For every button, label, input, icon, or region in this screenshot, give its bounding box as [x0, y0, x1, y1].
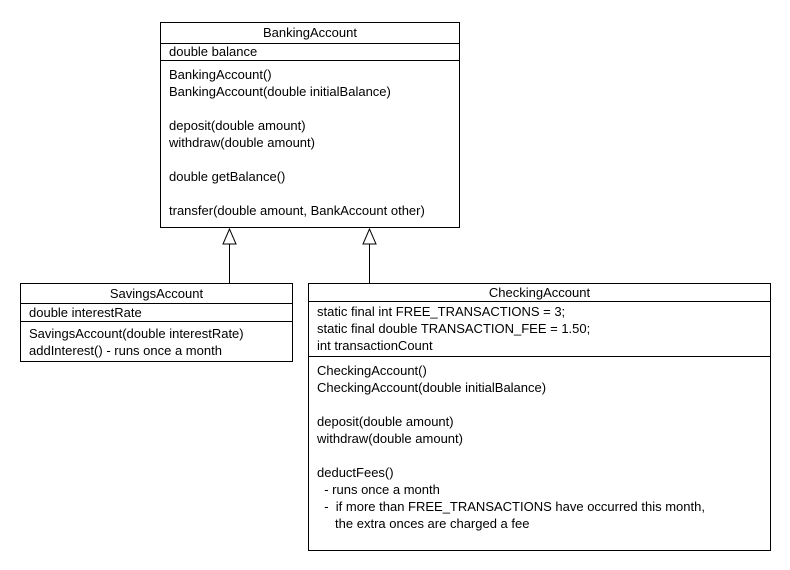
inheritance-arrow-savings — [222, 227, 237, 283]
method-line: CheckingAccount(double initialBalance) — [317, 380, 547, 395]
method-line: deductFees() — [317, 465, 394, 480]
attribute-line: static final int FREE_TRANSACTIONS = 3; — [317, 304, 566, 319]
class-title: CheckingAccount — [309, 284, 770, 302]
method-line: CheckingAccount() — [317, 363, 427, 378]
method-line: BankingAccount(double initialBalance) — [169, 84, 391, 99]
inheritance-arrow-checking — [362, 227, 377, 283]
method-line — [317, 396, 762, 413]
attribute-line: double balance — [169, 44, 258, 59]
class-attributes: double interestRate — [21, 304, 292, 322]
method-line — [169, 100, 451, 117]
class-box-savings-account: SavingsAccount double interestRate Savin… — [20, 283, 293, 362]
method-line — [169, 151, 451, 168]
method-line: withdraw(double amount) — [169, 135, 315, 150]
method-line: - runs once a month — [317, 482, 440, 497]
method-line: addInterest() - runs once a month — [29, 343, 222, 358]
method-line: transfer(double amount, BankAccount othe… — [169, 203, 425, 218]
method-line: deposit(double amount) — [317, 414, 454, 429]
method-line: - if more than FREE_TRANSACTIONS have oc… — [317, 499, 705, 514]
method-line: the extra onces are charged a fee — [317, 516, 530, 531]
method-line — [317, 447, 762, 464]
class-attributes: static final int FREE_TRANSACTIONS = 3; s… — [309, 302, 770, 357]
class-methods: SavingsAccount(double interestRate) addIn… — [21, 322, 292, 359]
method-line: deposit(double amount) — [169, 118, 306, 133]
hollow-triangle-icon — [222, 227, 237, 245]
class-box-checking-account: CheckingAccount static final int FREE_TR… — [308, 283, 771, 551]
attribute-line: double interestRate — [29, 305, 142, 320]
attribute-line: static final double TRANSACTION_FEE = 1.… — [317, 321, 591, 336]
class-methods: CheckingAccount() CheckingAccount(double … — [309, 357, 770, 532]
class-box-banking-account: BankingAccount double balance BankingAcc… — [160, 22, 460, 228]
hollow-triangle-icon — [362, 227, 377, 245]
class-methods: BankingAccount() BankingAccount(double in… — [161, 61, 459, 219]
method-line: BankingAccount() — [169, 67, 272, 82]
attribute-line: int transactionCount — [317, 338, 433, 353]
class-title: BankingAccount — [161, 23, 459, 44]
method-line: double getBalance() — [169, 169, 286, 184]
class-title: SavingsAccount — [21, 284, 292, 304]
method-line — [169, 185, 451, 202]
method-line: withdraw(double amount) — [317, 431, 463, 446]
method-line: SavingsAccount(double interestRate) — [29, 326, 244, 341]
class-attributes: double balance — [161, 44, 459, 61]
